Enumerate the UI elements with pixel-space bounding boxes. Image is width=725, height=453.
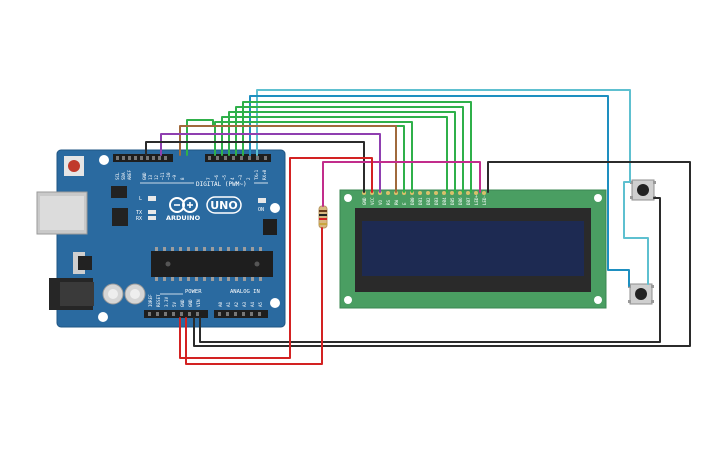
mounting-hole [344, 296, 352, 304]
lcd-pin-labels: GND VCC VO RS RW E DB0 DB1 DB2 DB3 DB4 D… [362, 194, 487, 205]
mounting-hole [594, 194, 602, 202]
pushbutton-top[interactable] [630, 179, 656, 201]
arduino-logo [169, 197, 198, 213]
svg-text:LED+: LED+ [474, 194, 479, 205]
svg-text:DB4: DB4 [442, 197, 447, 205]
wire-red [179, 157, 373, 359]
svg-text:~3: ~3 [238, 174, 243, 180]
usb-chip [112, 208, 128, 226]
svg-text:2: 2 [246, 177, 251, 180]
wire-green [235, 106, 464, 193]
wire-blue [249, 95, 630, 287]
tx-label: TX [136, 210, 142, 216]
svg-text:RW: RW [394, 199, 399, 205]
svg-text:DB7: DB7 [466, 197, 471, 205]
analog-pin-labels: A0 A1 A2 A3 A4 A5 [218, 301, 263, 307]
svg-text:13: 13 [148, 174, 153, 180]
svg-text:VIN: VIN [196, 299, 201, 307]
wires [145, 89, 691, 365]
pushbutton-bottom[interactable] [628, 283, 654, 305]
svg-text:AREF: AREF [127, 169, 132, 180]
svg-text:8: 8 [180, 177, 185, 180]
lcd-16x2-module[interactable]: GND VCC VO RS RW E DB0 DB1 DB2 DB3 DB4 D… [339, 189, 607, 309]
resistor[interactable] [318, 205, 328, 229]
power-header-label: POWER [185, 289, 202, 295]
wire-magenta [322, 161, 481, 207]
svg-text:~10: ~10 [166, 172, 171, 180]
rx-label: RX [136, 216, 142, 222]
svg-text:~11: ~11 [160, 172, 165, 180]
mounting-hole [594, 296, 602, 304]
arduino-uno-board[interactable]: ARDUINO UNO DIGITAL (PWM~) ON TX RX L SC… [36, 149, 286, 328]
svg-text:A0: A0 [218, 301, 223, 307]
svg-text:DB3: DB3 [434, 197, 439, 205]
wire-black [193, 161, 691, 347]
svg-text:SCL: SCL [115, 172, 120, 180]
atmega-chip [151, 251, 273, 277]
lcd-screen [362, 221, 584, 276]
svg-text:A4: A4 [250, 301, 255, 307]
wire-brown [179, 125, 397, 193]
wire-green [242, 101, 472, 193]
svg-text:VO: VO [378, 199, 383, 205]
mounting-hole [98, 312, 108, 322]
wire-black [145, 141, 365, 193]
svg-text:~6: ~6 [214, 174, 219, 180]
svg-text:DB6: DB6 [458, 197, 463, 205]
svg-text:RS: RS [386, 199, 391, 205]
icsp-header-right [263, 219, 277, 235]
svg-text:A1: A1 [226, 301, 231, 307]
analog-header-label: ANALOG IN [230, 289, 260, 295]
digital-header-label: DIGITAL (PWM~) [196, 181, 247, 188]
on-label: ON [258, 207, 264, 213]
svg-text:SDA: SDA [121, 172, 126, 180]
digital-header-right [205, 154, 271, 162]
brand-label: ARDUINO [166, 214, 201, 222]
svg-text:GND: GND [142, 172, 147, 180]
svg-text:GND: GND [188, 299, 193, 307]
model-label: UNO [210, 199, 238, 212]
svg-text:DB0: DB0 [410, 197, 415, 205]
power-pin-labels: IOREF RESET 3.3V 5V GND GND VIN [148, 294, 201, 307]
model-badge [206, 196, 242, 214]
svg-text:A5: A5 [258, 301, 263, 307]
wire-red [185, 227, 323, 365]
svg-text:RESET: RESET [156, 294, 161, 307]
svg-text:TX▸1: TX▸1 [254, 169, 259, 180]
wire-green [221, 116, 448, 193]
svg-text:GND: GND [362, 197, 367, 205]
svg-text:A3: A3 [242, 301, 247, 307]
wire-black [199, 197, 661, 343]
mounting-hole [344, 194, 352, 202]
svg-text:DB2: DB2 [426, 197, 431, 205]
svg-text:A2: A2 [234, 301, 239, 307]
svg-text:LED-: LED- [482, 195, 487, 205]
svg-text:RX◂0: RX◂0 [262, 169, 267, 180]
svg-text:12: 12 [154, 174, 159, 180]
svg-text:E: E [402, 202, 407, 205]
top-pin-labels: SCL SDA AREF GND 13 12 ~11 ~10 ~9 8 7 ~6… [115, 169, 267, 180]
svg-text:3.3V: 3.3V [164, 296, 169, 307]
svg-text:5V: 5V [172, 301, 177, 307]
svg-text:DB1: DB1 [418, 197, 423, 205]
mounting-hole [270, 203, 280, 213]
svg-text:7: 7 [206, 177, 211, 180]
icsp-header [111, 186, 127, 198]
svg-text:VCC: VCC [370, 197, 375, 205]
power-header [144, 310, 208, 318]
l-label: L [139, 196, 142, 202]
mounting-hole [270, 298, 280, 308]
svg-text:GND: GND [180, 299, 185, 307]
svg-text:~5: ~5 [222, 174, 227, 180]
wire-cyan [256, 89, 649, 285]
svg-text:DB5: DB5 [450, 197, 455, 205]
svg-text:~9: ~9 [172, 174, 177, 180]
analog-header [214, 310, 268, 318]
wire-green [214, 121, 413, 193]
svg-text:4: 4 [230, 177, 235, 180]
mounting-hole [99, 155, 109, 165]
svg-text:IOREF: IOREF [148, 294, 153, 307]
